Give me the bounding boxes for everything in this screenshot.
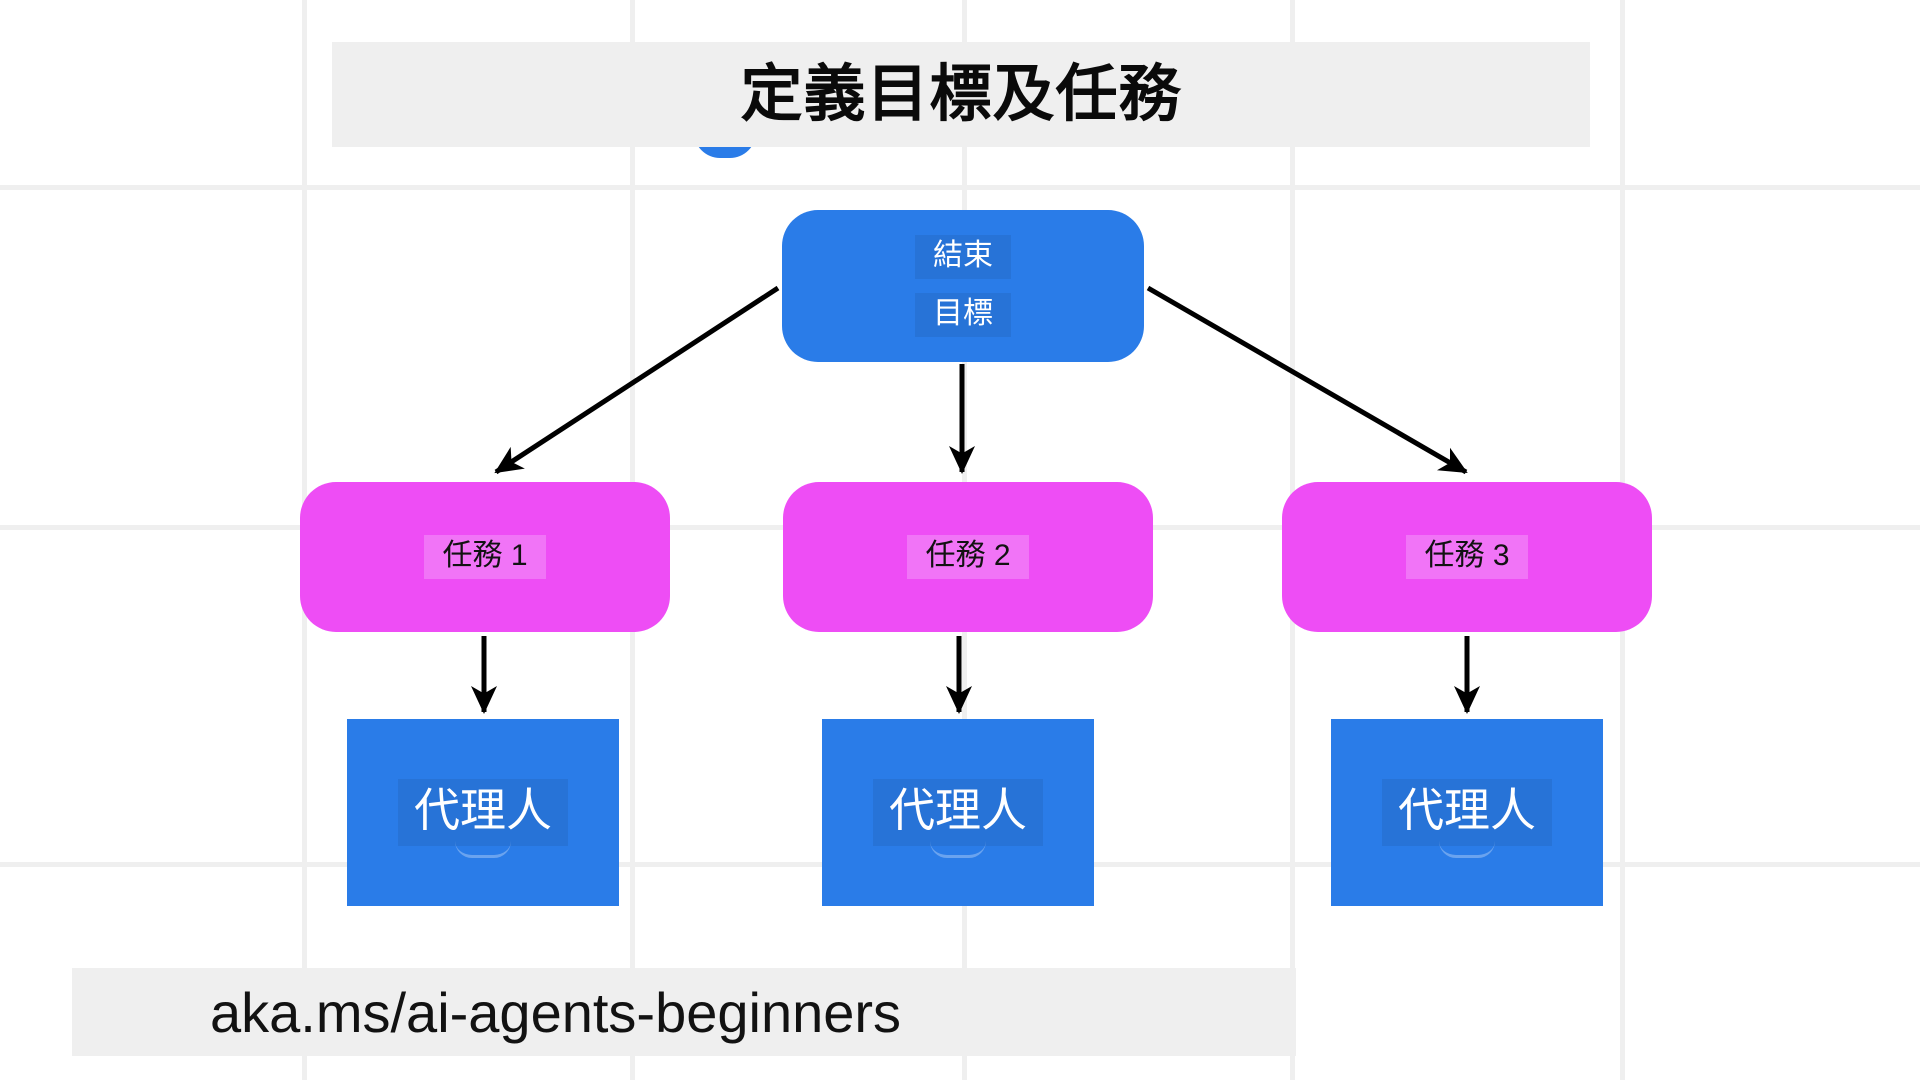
node-goal[interactable]: 結束 目標 xyxy=(782,210,1144,362)
edge-goal-to-task-1 xyxy=(494,285,780,475)
url-banner: aka.ms/ai-agents-beginners xyxy=(72,968,1296,1056)
node-agent-3[interactable]: 代理人 xyxy=(1331,719,1603,906)
node-agent-3-label: 代理人 xyxy=(1382,779,1552,846)
node-agent-2-label: 代理人 xyxy=(873,779,1043,846)
footer-url[interactable]: aka.ms/ai-agents-beginners xyxy=(210,980,902,1044)
node-task-3[interactable]: 任務 3 xyxy=(1282,482,1652,632)
node-goal-label-line1: 結束 xyxy=(915,234,1011,279)
node-task-2-label: 任務 2 xyxy=(907,534,1029,580)
node-task-3-label: 任務 3 xyxy=(1406,534,1528,580)
node-task-1[interactable]: 任務 1 xyxy=(300,482,670,632)
title-banner: 定義目標及任務 xyxy=(332,42,1590,147)
grid-horizontal-line xyxy=(0,185,1920,190)
node-task-1-label: 任務 1 xyxy=(424,534,546,580)
node-task-2[interactable]: 任務 2 xyxy=(783,482,1153,632)
node-goal-label-line2: 目標 xyxy=(915,293,1011,338)
node-agent-1[interactable]: 代理人 xyxy=(347,719,619,906)
page-title: 定義目標及任務 xyxy=(740,59,1182,129)
node-agent-1-label: 代理人 xyxy=(398,779,568,846)
edge-goal-to-task-3 xyxy=(1146,285,1468,475)
node-agent-2[interactable]: 代理人 xyxy=(822,719,1094,906)
